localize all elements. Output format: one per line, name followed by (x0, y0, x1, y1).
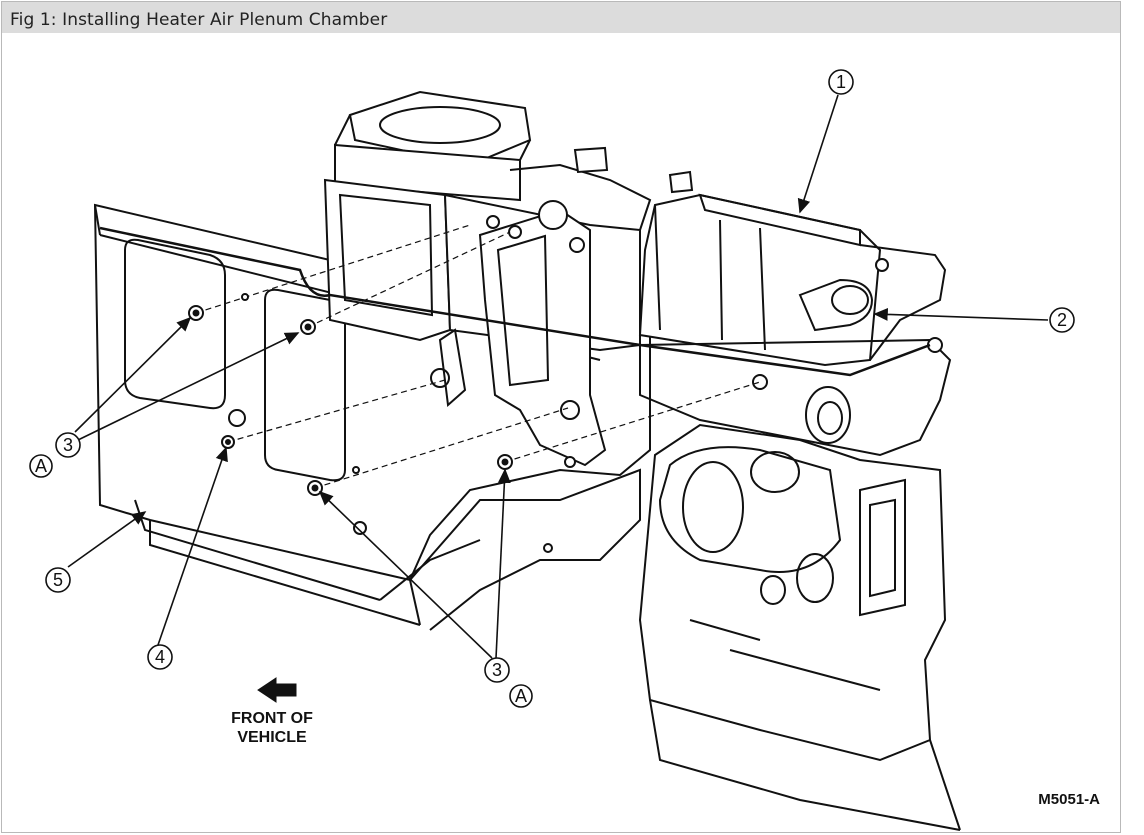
callout-4-label: 4 (155, 647, 165, 667)
callout-3-left-label: 3 (63, 435, 73, 455)
front-of-vehicle-line2: VEHICLE (237, 729, 307, 746)
callouts (29, 69, 1075, 708)
drawing-code: M5051-A (1038, 791, 1100, 808)
callout-1-label: 1 (836, 72, 846, 92)
callout-5-label: 5 (53, 570, 63, 590)
callout-a-left-label: A (35, 456, 47, 476)
front-of-vehicle-arrow-icon (257, 677, 297, 703)
callout-2-label: 2 (1057, 310, 1067, 330)
alignment-lines (195, 224, 761, 489)
caption-bar: Fig 1: Installing Heater Air Plenum Cham… (2, 2, 1120, 33)
figure-caption: Fig 1: Installing Heater Air Plenum Cham… (10, 10, 388, 30)
leader-lines (67, 94, 1049, 659)
cowl-side-frame (638, 423, 961, 831)
callout-3-bottom-label: 3 (492, 660, 502, 680)
callout-a-bottom-label: A (515, 686, 527, 706)
dash-panel (93, 203, 651, 626)
front-of-vehicle-line1: FRONT OF (231, 710, 313, 727)
fasteners (188, 293, 513, 496)
control-cable (99, 226, 931, 377)
